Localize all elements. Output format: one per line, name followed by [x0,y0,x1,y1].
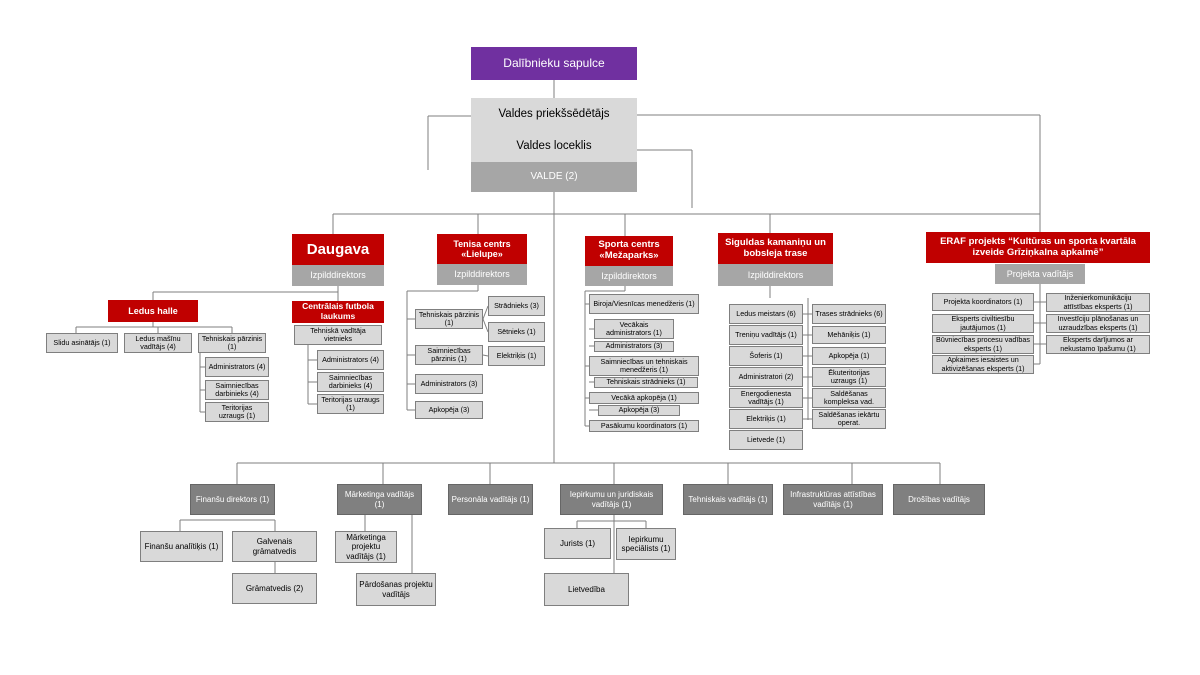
board-label: VALDE (2) [471,162,637,192]
erdf-expert: Eksperts darījumos ar nekustamo īpašumu … [1046,335,1150,354]
erdf-expert: Projekta koordinators (1) [932,293,1034,311]
mezaparks-staff: Administrators (3) [594,341,674,352]
tennis-staff: Strādnieks (3) [488,296,545,316]
sigulda-staff: Saldēšanas kompleksa vad. [812,388,886,408]
tennis-staff: Sētnieks (1) [488,322,545,342]
procurement-legal-manager-box: Iepirkumu un juridiskais vadītājs (1) [560,484,663,515]
erdf-expert: Apkaimes iesaistes un aktivizēšanas eksp… [932,355,1034,374]
sigulda-track-title: Siguldas kamaniņu un bobsleja trase [718,233,833,264]
chief-accountant-box: Galvenais grāmatvedis [232,531,317,562]
procurement-specialist-box: Iepirkumu speciālists (1) [616,528,676,560]
infrastructure-manager-box: Infrastruktūras attīstības vadītājs (1) [783,484,883,515]
tennis-staff: Elektriķis (1) [488,346,545,366]
sigulda-staff: Elektriķis (1) [729,409,803,429]
mezaparks-staff: Saimniecības un tehniskais menedžeris (1… [589,356,699,376]
lawyer-box: Jurists (1) [544,528,611,559]
mezaparks-staff: Vecākā apkopēja (1) [589,392,699,404]
sigulda-staff: Šoferis (1) [729,346,803,366]
sigulda-staff: Ledus meistars (6) [729,304,803,324]
daugava-director-label: Izpilddirektors [292,265,384,286]
tennis-director-label: Izpilddirektors [437,264,527,285]
finance-analyst-box: Finanšu analītiķis (1) [140,531,223,562]
marketing-manager-box: Mārketinga vadītājs (1) [337,484,422,515]
ice-hall-staff: Tehniskais pārzinis (1) [198,333,266,353]
sigulda-director-label: Izpilddirektors [718,264,833,286]
connector-line [482,318,489,333]
tennis-staff: Apkopēja (3) [415,401,483,419]
sigulda-staff: Apkopēja (1) [812,347,886,365]
ice-hall-staff: Teritorijas uzraugs (1) [205,402,269,422]
mezaparks-center-title: Sporta centrs «Mežaparks» [585,236,673,266]
mezaparks-staff: Pasākumu koordinators (1) [589,420,699,432]
mezaparks-staff: Tehniskais strādnieks (1) [594,377,698,388]
sigulda-staff: Administratori (2) [729,367,803,387]
erdf-expert: Inženierkomunikāciju attīstības eksperts… [1046,293,1150,312]
sigulda-staff: Mehāniķis (1) [812,326,886,344]
daugava-title: Daugava [292,234,384,265]
mezaparks-staff: Vecākais administrators (1) [594,319,674,339]
tennis-staff: Saimniecības pārzinis (1) [415,345,483,365]
sales-pm-box: Pārdošanas projektu vadītājs [356,573,436,606]
mezaparks-staff: Apkopēja (3) [598,405,680,416]
football-staff: Saimniecības darbinieks (4) [317,372,384,392]
erdf-expert: Būvniecības procesu vadības eksperts (1) [932,335,1034,354]
sigulda-staff: Energodienesta vadītājs (1) [729,388,803,408]
ice-hall-title: Ledus halle [108,300,198,322]
ice-hall-staff: Ledus mašīnu vadītājs (4) [124,333,192,353]
sigulda-staff: Saldēšanas iekārtu operat. [812,409,886,429]
tennis-staff: Tehniskais pārzinis (1) [415,309,483,329]
sigulda-staff: Lietvede (1) [729,430,803,450]
records-management-box: Lietvedība [544,573,629,606]
accountant-box: Grāmatvedis (2) [232,573,317,604]
erdf-expert: Investīciju plānošanas un uzraudzības ek… [1046,314,1150,333]
erdf-project-title: ERAF projekts “Kultūras un sporta kvartā… [926,232,1150,263]
sigulda-staff: Trases strādnieks (6) [812,304,886,324]
football-deputy-box: Tehniskā vadītāja vietnieks [294,325,382,345]
erdf-project-manager-label: Projekta vadītājs [995,264,1085,284]
erdf-expert: Eksperts civiltiesību jautājumos (1) [932,314,1034,333]
sigulda-staff: Ēkuteritorijas uzraugs (1) [812,367,886,387]
ice-hall-staff: Saimniecības darbinieks (4) [205,380,269,400]
board-chair-box: Valdes priekšsēdētājs [471,98,637,131]
football-field-title: Centrālais futbola laukums [292,301,384,323]
finance-director-box: Finanšu direktors (1) [190,484,275,515]
marketing-pm-box: Mārketinga projektu vadītājs (1) [335,531,397,563]
security-manager-box: Drošības vadītājs [893,484,985,515]
mezaparks-staff: Biroja/Viesnīcas menedžeris (1) [589,294,699,314]
football-staff: Teritorijas uzraugs (1) [317,394,384,414]
personnel-manager-box: Personāla vadītājs (1) [448,484,533,515]
connector-line [482,354,489,357]
football-staff: Administrators (4) [317,350,384,370]
shareholders-meeting-box: Dalībnieku sapulce [471,47,637,80]
ice-hall-staff: Administrators (4) [205,357,269,377]
board-member-box: Valdes loceklis [471,131,637,162]
technical-manager-box: Tehniskais vadītājs (1) [683,484,773,515]
tennis-staff: Administrators (3) [415,374,483,394]
sigulda-staff: Treniņu vadītājs (1) [729,325,803,345]
mezaparks-director-label: Izpilddirektors [585,266,673,286]
ice-hall-staff: Slidu asinātājs (1) [46,333,118,353]
tennis-center-title: Tenisa centrs «Lielupe» [437,234,527,264]
connector-line [482,305,489,320]
